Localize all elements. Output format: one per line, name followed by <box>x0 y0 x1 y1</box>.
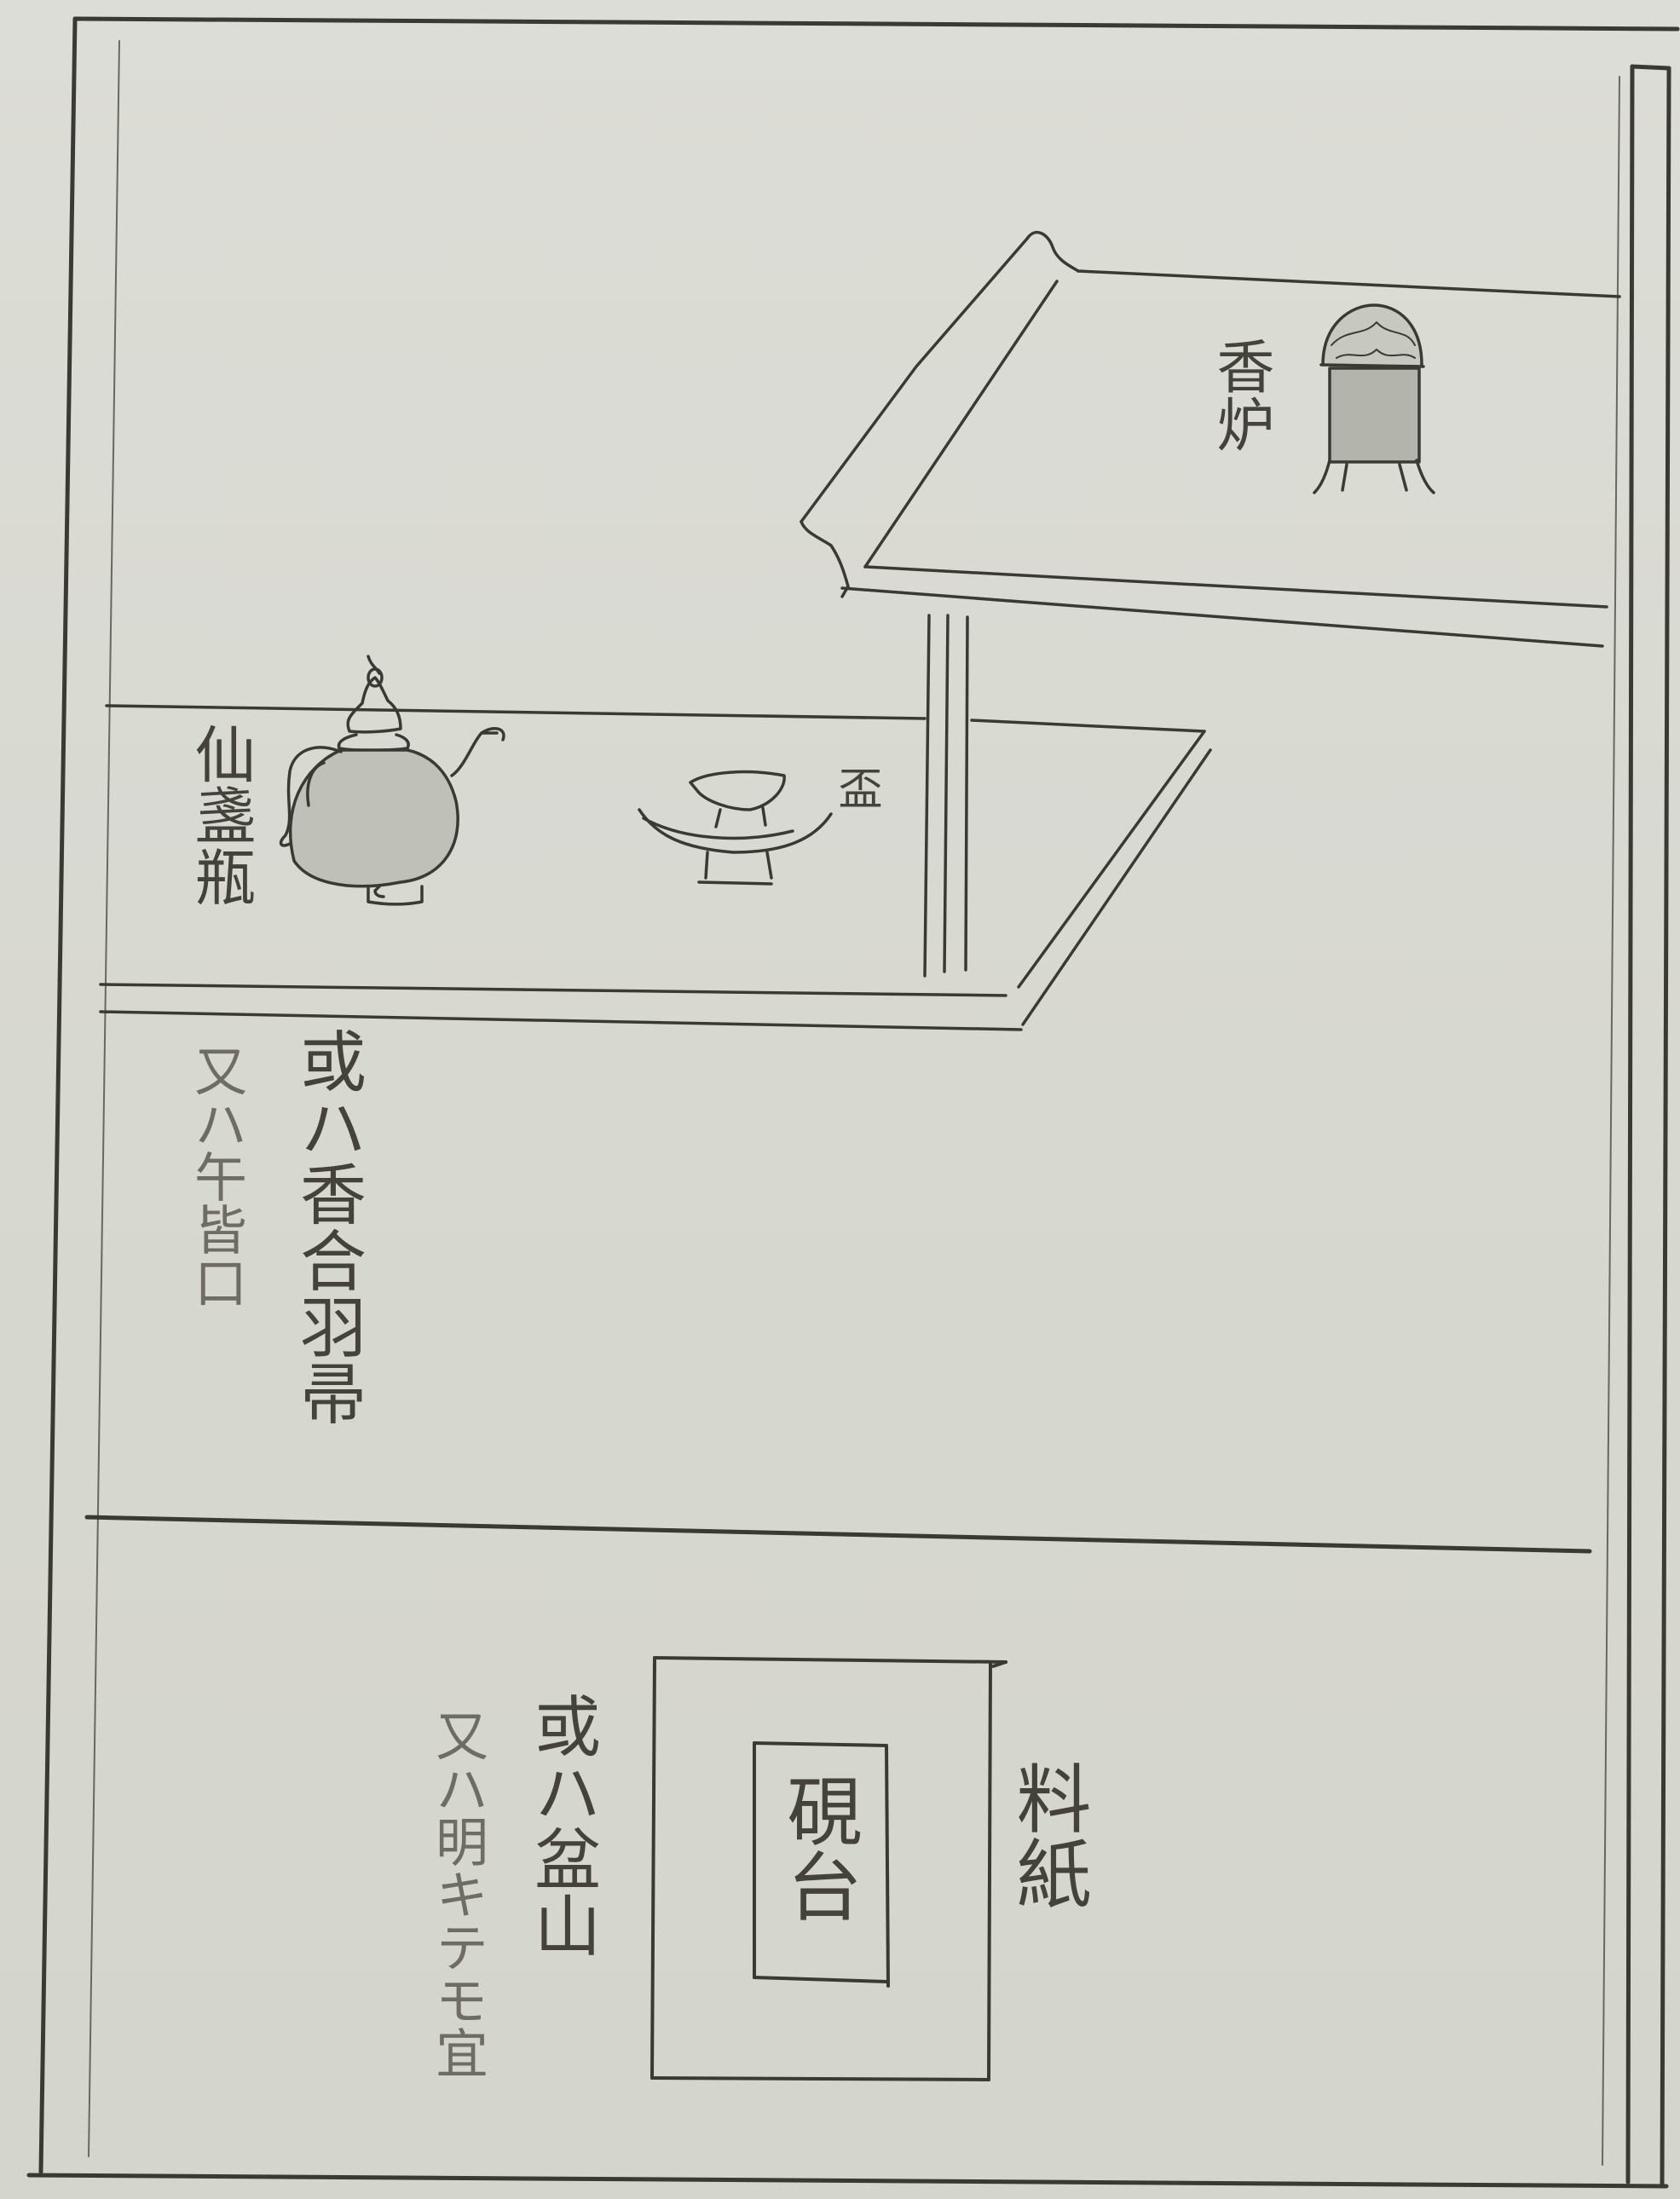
cup-label: 盃 <box>830 765 881 810</box>
alt-note-incense-box: 或ハ香合羽帚 <box>289 1027 366 1426</box>
upper-table <box>800 230 1621 978</box>
inner-frame-line <box>88 40 1620 2166</box>
lower-table <box>99 704 1212 1031</box>
writing-paper-label: 料紙 <box>1004 1760 1092 1910</box>
alt-note-tray-landscape: 或ハ盆山 <box>523 1692 600 1958</box>
ewer-icon <box>279 655 505 906</box>
divider-line <box>84 1515 1592 1554</box>
inkstone-label: 硯台 <box>775 1773 863 1923</box>
ewer-label: 仙盞瓶 <box>184 723 256 907</box>
cup-icon <box>638 770 833 886</box>
alt-note-empty-ok: 又ハ明キテモ宜 <box>426 1709 488 2079</box>
incense-burner-icon <box>1313 303 1435 494</box>
incense-burner-label: 香炉 <box>1206 337 1273 453</box>
page-frame <box>26 16 1680 2189</box>
inkstone-icon <box>650 1656 1007 2081</box>
alt-note-secondary: 又ハ午皆口 <box>185 1044 247 1308</box>
